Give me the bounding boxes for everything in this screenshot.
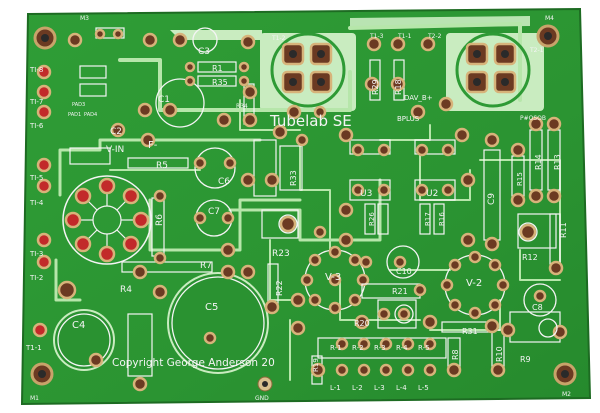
silk-label-pad3: PAD3 bbox=[72, 102, 85, 108]
silk-label-pad1: PAD1 bbox=[68, 112, 81, 118]
silk-label-0: R-1 bbox=[330, 344, 342, 352]
silk-label-r16: R16 bbox=[438, 212, 446, 226]
silk-label-r9: R9 bbox=[520, 355, 531, 364]
silk-label-4: R-5 bbox=[418, 344, 430, 352]
silk-label-pad4: PAD4 bbox=[84, 112, 97, 118]
silk-label-r8: R8 bbox=[451, 349, 460, 360]
silk-label-r14: R14 bbox=[534, 154, 543, 170]
silk-label-m3: M3 bbox=[80, 15, 89, 22]
silk-label-ti8: TI-8 bbox=[29, 66, 43, 74]
silkscreen-labels: Tubelab SE Copyright George Anderson 20 … bbox=[25, 15, 571, 402]
silk-label-r26: R26 bbox=[368, 212, 376, 226]
silk-label-ti6: TI-6 bbox=[29, 122, 44, 130]
capacitor-outlines bbox=[57, 27, 557, 370]
silk-label-c2: C2 bbox=[110, 127, 122, 137]
part-number: P#OSOB bbox=[520, 115, 546, 122]
silk-label-c9: C9 bbox=[487, 193, 497, 205]
silk-label-r29: R29 bbox=[371, 79, 380, 95]
silk-label-1: R-2 bbox=[352, 344, 364, 352]
silk-label-c10: C10 bbox=[396, 267, 412, 276]
silk-label-m4: M4 bbox=[545, 15, 554, 22]
silk-label-m1: M1 bbox=[30, 395, 39, 402]
silk-label-c6: C6 bbox=[218, 177, 230, 187]
silk-label-r20: R20 bbox=[354, 319, 370, 328]
silk-label-2: L-3 bbox=[374, 384, 385, 392]
silk-label-u3: U3 bbox=[360, 189, 372, 199]
silk-label-c7: C7 bbox=[208, 207, 220, 217]
silk-label-m2: M2 bbox=[562, 391, 571, 398]
silk-label-v3: V-3 bbox=[325, 272, 341, 283]
silk-label-3: L-4 bbox=[396, 384, 407, 392]
silk-label-r33: R33 bbox=[289, 170, 298, 186]
board-title: Tubelab SE bbox=[269, 112, 352, 130]
silk-label-r5: R5 bbox=[156, 161, 168, 171]
silk-label-r19: R19 bbox=[312, 358, 320, 372]
silk-label-dav-b: DAV_B+ bbox=[404, 94, 433, 102]
silk-label-r12: R12 bbox=[522, 253, 538, 262]
component-pads bbox=[32, 28, 568, 392]
silk-label-r6: R6 bbox=[155, 214, 165, 226]
silk-label-t21: T2-1 bbox=[529, 47, 544, 54]
silk-label-r15: R15 bbox=[516, 172, 524, 186]
silk-label-f-minus: F- bbox=[148, 140, 158, 151]
silk-label-ti7: TI-7 bbox=[29, 98, 43, 106]
silk-label-ti3: TI-3 bbox=[29, 250, 43, 258]
silk-label-r34: R34 bbox=[236, 103, 248, 110]
silk-label-ti4: TI-4 bbox=[29, 199, 44, 207]
silk-label-2: R-3 bbox=[374, 344, 386, 352]
silk-label-v2: V-2 bbox=[466, 278, 482, 289]
silk-label-bplus: BPLUS bbox=[397, 115, 420, 123]
silk-label-t13: T1-3 bbox=[369, 33, 384, 40]
silk-label-1: L-2 bbox=[352, 384, 363, 392]
silk-label-r4: R4 bbox=[120, 285, 132, 295]
silk-label-r21: R21 bbox=[392, 287, 408, 296]
octal-socket bbox=[62, 175, 152, 265]
silk-label-t11: T1-1 bbox=[25, 344, 42, 352]
silk-label-ti5: TI-5 bbox=[29, 174, 43, 182]
silk-label-v-in: V-IN bbox=[106, 145, 124, 155]
silk-label-gnd: GND bbox=[255, 395, 269, 402]
silk-label-r35: R35 bbox=[212, 78, 228, 87]
silk-label-c3: C3 bbox=[198, 47, 210, 57]
silk-label-c4: C4 bbox=[72, 320, 85, 331]
trimmer-pots bbox=[278, 214, 558, 338]
silk-label-r18: R18 bbox=[394, 79, 403, 95]
silk-label-r13: R13 bbox=[553, 154, 562, 170]
silk-label-r11: R11 bbox=[559, 222, 568, 238]
silk-label-r1: R1 bbox=[212, 64, 223, 73]
mounting-holes bbox=[30, 24, 577, 392]
tube-sockets bbox=[300, 245, 510, 320]
silk-label-r10: R10 bbox=[495, 346, 504, 362]
silk-label-4: L-5 bbox=[418, 384, 429, 392]
silk-label-3: R-4 bbox=[396, 344, 408, 352]
silk-label-t22: T2-2 bbox=[427, 33, 442, 40]
silk-label-c1: C1 bbox=[158, 95, 170, 105]
silk-label-t1: T1-1 bbox=[397, 33, 412, 40]
silk-label-r17: R17 bbox=[424, 212, 432, 226]
silk-label-t12: T1-2 bbox=[271, 35, 286, 42]
silk-label-u2: U2 bbox=[426, 189, 438, 199]
silk-label-r23: R23 bbox=[272, 249, 290, 259]
silk-label-ti2: TI-2 bbox=[29, 274, 43, 282]
copyright-text: Copyright George Anderson 20 bbox=[112, 357, 275, 369]
silk-label-0: L-1 bbox=[330, 384, 341, 392]
silk-label-r7: R7 bbox=[200, 261, 212, 271]
output-transformer-pads bbox=[270, 32, 531, 108]
silk-label-c5: C5 bbox=[205, 302, 218, 313]
silk-label-r31: R31 bbox=[462, 327, 478, 336]
silk-label-c8: C8 bbox=[532, 303, 543, 312]
silk-label-r22: R22 bbox=[275, 280, 284, 296]
